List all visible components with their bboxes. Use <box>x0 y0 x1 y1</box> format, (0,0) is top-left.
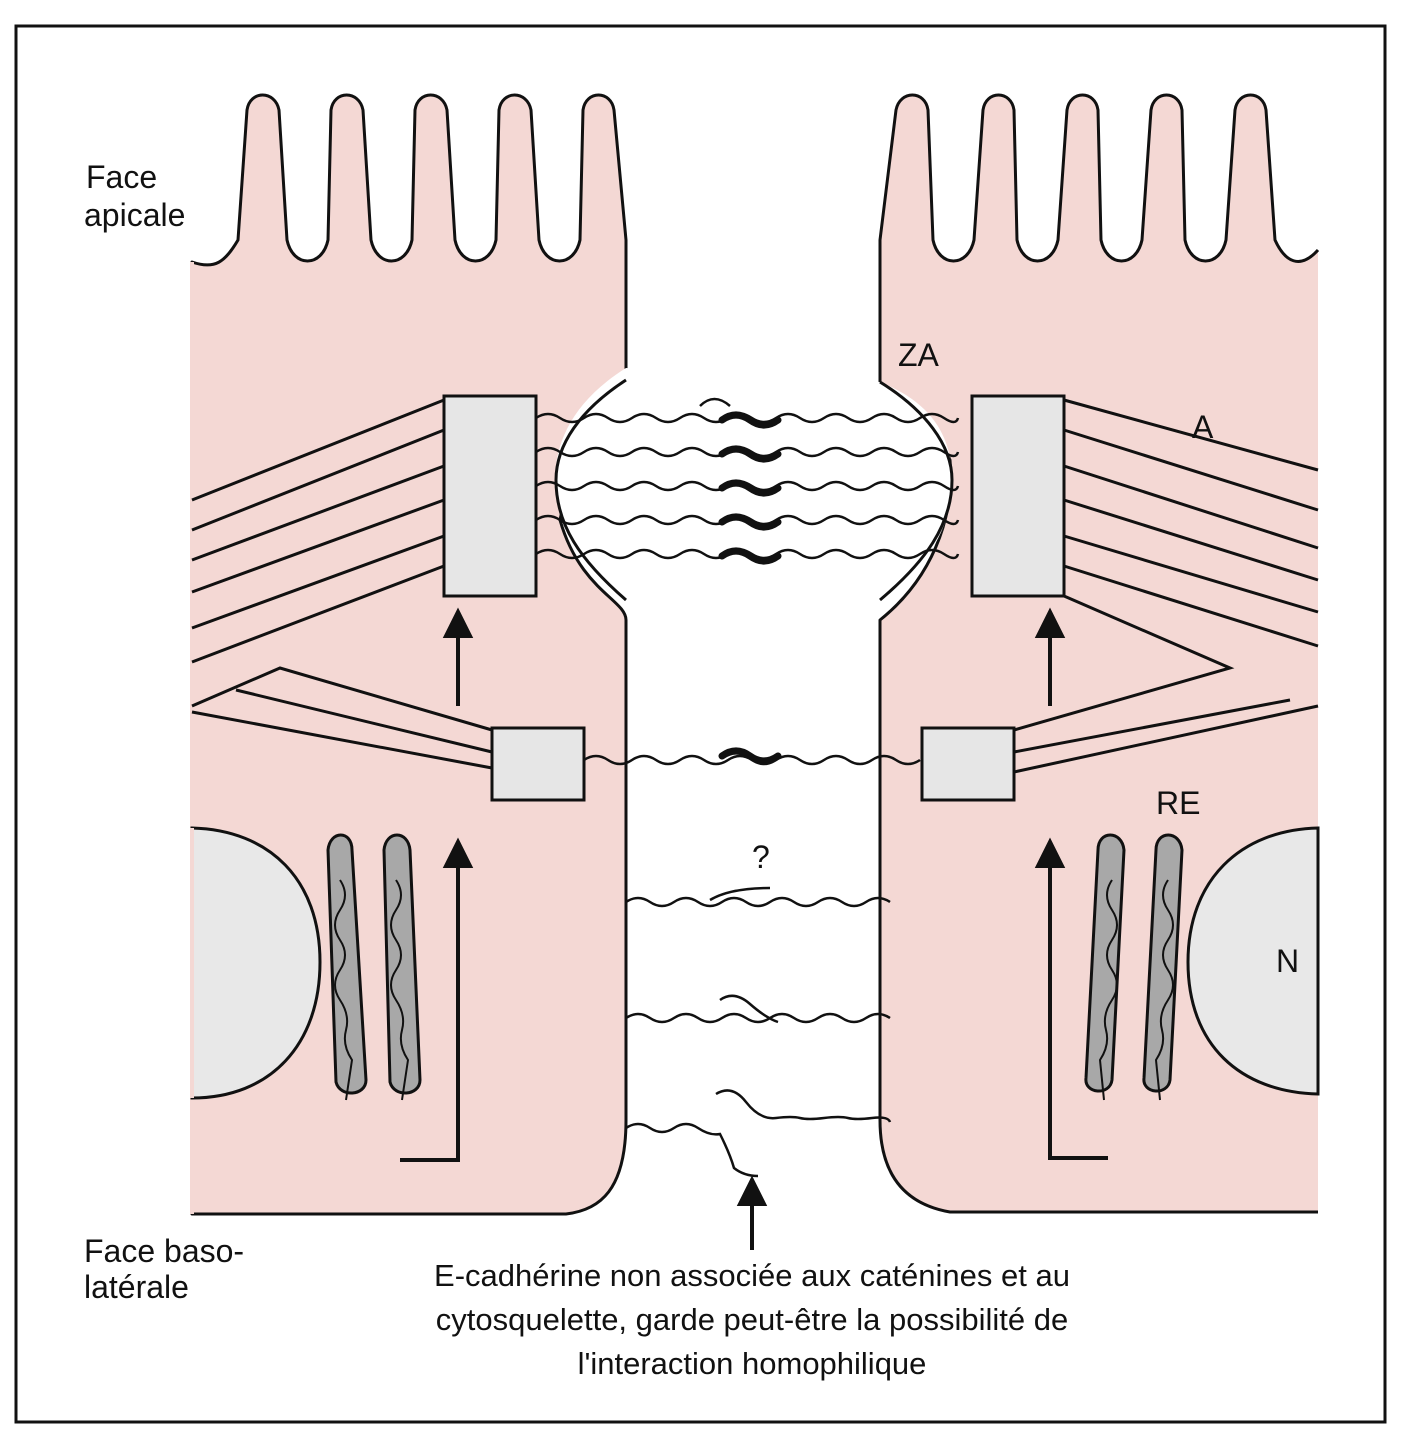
endoplasmic-reticulum <box>326 833 1184 1095</box>
face-apicale-label-1: Face <box>86 159 157 195</box>
caption-line-3: l'interaction homophilique <box>578 1346 927 1381</box>
right-plaque-lower <box>920 726 1016 802</box>
face-baso-label-1: Face baso- <box>84 1233 244 1269</box>
caption-line-1: E-cadhérine non associée aux caténines e… <box>434 1258 1070 1293</box>
cadherin-overlap-marks <box>718 411 782 765</box>
n-label: N <box>1276 943 1299 979</box>
adherens-junction-space <box>555 368 952 600</box>
right-plaque-upper <box>970 394 1066 598</box>
left-plaque-upper <box>442 394 538 598</box>
right-actin-bundle <box>1013 398 1319 774</box>
face-apicale-label-2: apicale <box>84 197 185 233</box>
left-actin-bundle <box>191 398 493 770</box>
caption-line-2: cytosquelette, garde peut-être la possib… <box>436 1302 1068 1337</box>
re-label: RE <box>1156 785 1200 821</box>
left-plaque-lower <box>490 726 586 802</box>
question-label: ? <box>752 839 770 875</box>
er-mrna-strands <box>334 879 1174 1101</box>
cadherin-lower <box>583 754 921 1178</box>
face-baso-label-2: latérale <box>84 1269 189 1305</box>
arrows <box>400 607 1108 1250</box>
a-label: A <box>1192 409 1214 445</box>
left-nucleus <box>190 826 322 1100</box>
za-label: ZA <box>898 337 940 373</box>
right-nucleus <box>1186 826 1320 1096</box>
